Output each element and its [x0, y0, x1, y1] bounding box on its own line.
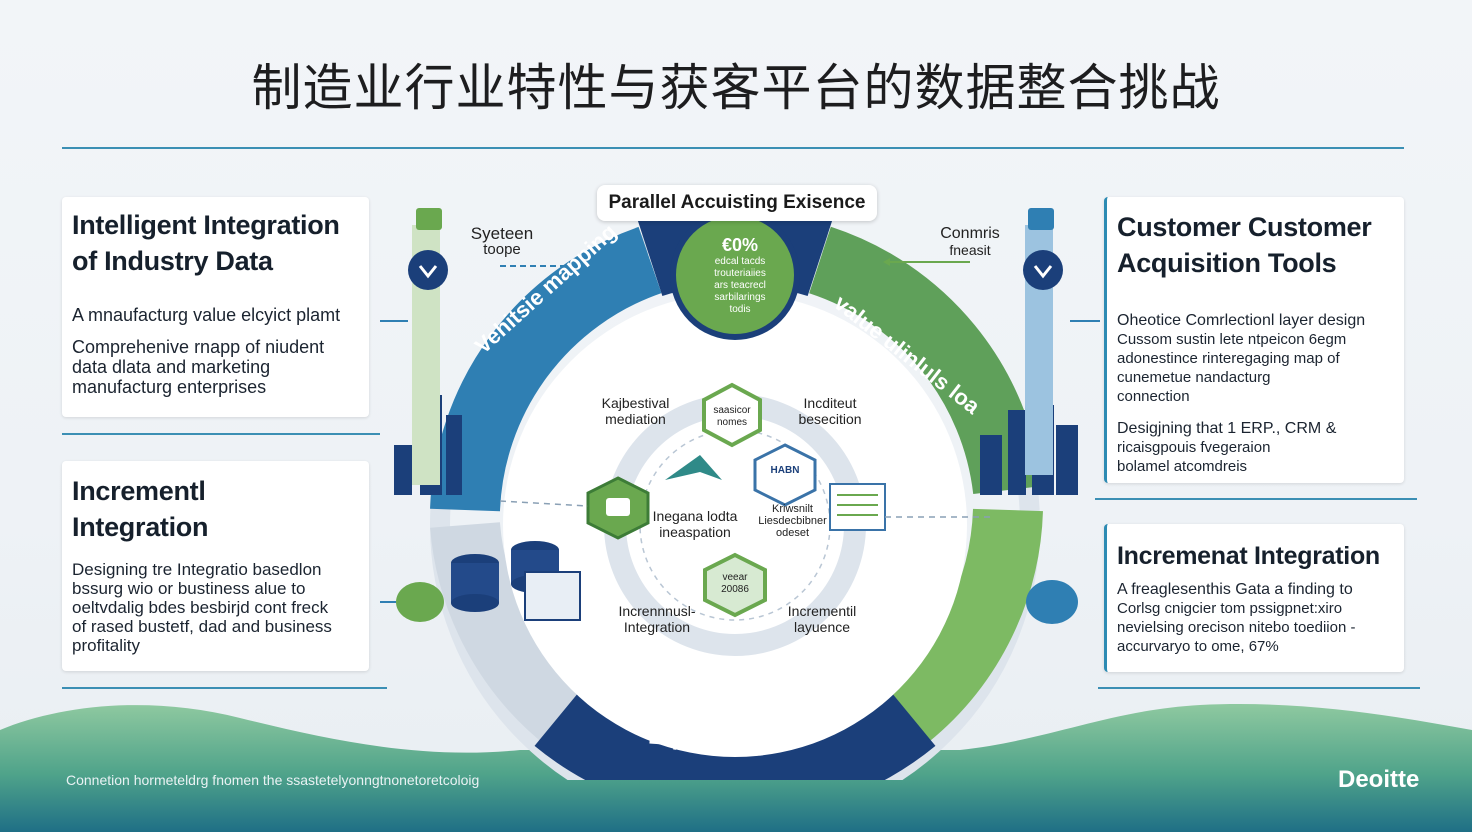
card-heading: Incremenat Integration: [1117, 542, 1380, 570]
card-text: adonestince rinteregaging map of: [1117, 350, 1340, 367]
inner-label-top-left: Kajbestival mediation: [588, 395, 683, 427]
inner-label-line: Liesdecbibner: [758, 515, 827, 527]
inner-label-line: Incrementil: [787, 603, 857, 619]
card-text: cunemetue nandacturg: [1117, 369, 1271, 386]
footer-note: Connetion hormeteldrg fnomen the ssastet…: [66, 772, 480, 788]
lock-icon: [606, 498, 630, 516]
brand-logo: Deoitte: [1338, 766, 1420, 793]
card-incremental-integration-left: Incrementl Integration Designing tre Int…: [62, 461, 369, 671]
inner-label-line: layuence: [793, 619, 851, 635]
card-text: of rased bustetf, dad and business: [72, 617, 332, 636]
system-label: Syeteen toope: [462, 224, 542, 258]
top-badge-line: sarbilarings: [714, 292, 766, 303]
gear-icon: [396, 582, 444, 622]
server-icon: [416, 208, 442, 230]
arc-lower-left: [430, 521, 593, 748]
right-divider-1: [1095, 498, 1417, 500]
left-divider-2: [62, 687, 387, 689]
hex-top-label: saasicor nomes: [713, 405, 751, 428]
hex-bottom: [703, 552, 767, 618]
arrow-up-icon: [665, 455, 722, 480]
inner-label-bottom-right: Incrementil layuence: [772, 603, 872, 635]
arc-lower-right: [878, 508, 1043, 748]
card-text: Corlsg cnigcier tom pssigpnet:xiro: [1117, 600, 1343, 617]
top-badge-content: €0% edcal tacds trouteriaiies ars teacre…: [695, 235, 785, 316]
card-text: connection: [1117, 388, 1190, 405]
inner-label-line: mediation: [605, 411, 666, 427]
gear-icon: [1026, 580, 1078, 624]
inner-label-right: Kriwsnilt Liesdecbibner odeset: [750, 503, 835, 539]
monitor-icon: [524, 571, 581, 621]
ring-inner: [503, 293, 967, 757]
card-heading: Customer Customer: [1117, 212, 1372, 242]
top-badge-line: edcal tacds: [714, 256, 766, 267]
card-lead: A mnaufacturg value elcyict plamt: [72, 305, 341, 325]
inner-label-center: Inegana lodta ineaspation: [640, 508, 750, 540]
inner-label-line: Inegana lodta: [652, 508, 738, 524]
top-badge-line: ars teacrecl: [714, 280, 766, 291]
card-text: data dlata and marketing: [72, 357, 271, 377]
inner-label-line: Kajbestival: [601, 395, 670, 411]
card-text: oeltvdalig bdes besbirjd cont freck: [72, 598, 329, 617]
card-heading: of Industry Data: [72, 246, 273, 276]
hex-bottom-label: veear 20086: [721, 572, 749, 595]
inner-label-line: odeset: [775, 527, 810, 539]
card-text: manufacturg enterprises: [72, 377, 267, 397]
hex-top: [702, 382, 762, 448]
connris-label-line: Conmris: [940, 225, 1000, 242]
card-text: bssurg wio or bustiness alue to: [72, 579, 306, 598]
system-label-line: toope: [483, 241, 521, 258]
system-label-line: Syeteen: [470, 224, 534, 243]
right-divider-2: [1098, 687, 1420, 689]
card-text: Desigjning that 1 ERP., CRM &: [1117, 420, 1337, 437]
down-arrow-icon: [1023, 250, 1063, 290]
ring-diagram: [380, 204, 1100, 780]
inner-label-line: besecition: [798, 411, 862, 427]
top-badge-value: €0%: [721, 235, 759, 255]
card-text: Oheotice Comrlectionl layer design: [1117, 312, 1366, 329]
hex-right-label: HABN: [770, 465, 800, 476]
hex-right: [753, 443, 817, 507]
inner-label-bottom-left: Incrennnusl- Integration: [607, 603, 707, 635]
card-incremental-integration-right: Incremenat Integration A freaglesenthis …: [1104, 524, 1404, 672]
parallel-badge: Parallel Accuisting Exisence: [597, 185, 877, 221]
card-text: Designing tre Integratio basedlon: [72, 560, 322, 579]
inner-label-line: ineaspation: [659, 524, 731, 540]
card-heading: Acquisition Tools: [1117, 248, 1337, 278]
arc-left: [430, 226, 662, 512]
left-divider-1: [62, 433, 380, 435]
card-text: ricaisgpouis fvegeraion: [1117, 439, 1271, 456]
page-title: 制造业行业特性与获客平台的数据整合挑战: [251, 59, 1221, 117]
document-icon: [829, 483, 886, 531]
card-text: Cussom sustin lete ntpeicon 6egm: [1117, 331, 1347, 348]
top-badge-line: trouteriaiies: [714, 268, 766, 279]
card-text: A freaglesenthis Gata a finding to: [1117, 581, 1353, 598]
card-intelligent-integration: Intelligent Integration of Industry Data…: [62, 197, 369, 417]
card-heading: Incrementl: [72, 476, 206, 506]
arc-bottom: [534, 683, 936, 780]
connris-label-line: fneasit: [949, 242, 991, 258]
card-heading: Intelligent Integration: [72, 210, 340, 240]
card-text: Comprehenive rnapp of niudent: [72, 337, 325, 357]
down-arrow-icon: [408, 250, 448, 290]
title-divider: [62, 147, 1404, 149]
inner-label-line: Kriwsnilt: [772, 503, 813, 515]
card-text: profitality: [72, 636, 141, 655]
card-heading: Integration: [72, 512, 209, 542]
connris-label: Conmris fneasit: [925, 225, 1015, 259]
inner-label-line: Incditeut: [803, 395, 857, 411]
card-text: nevielsing orecison nitebo toediion -: [1117, 619, 1356, 636]
inner-label-line: Integration: [623, 619, 691, 635]
monitor-small-icon: [1028, 208, 1054, 230]
inner-label-top-right: Incditeut besecition: [785, 395, 875, 427]
inner-label-line: Incrennnusl-: [618, 603, 696, 619]
card-text: bolamel atcomdreis: [1117, 458, 1248, 475]
card-text: accurvaryo to ome, 67%: [1117, 638, 1279, 655]
top-badge-line: todis: [729, 304, 751, 315]
card-customer-acquisition: Customer Customer Acquisition Tools Oheo…: [1104, 197, 1404, 483]
